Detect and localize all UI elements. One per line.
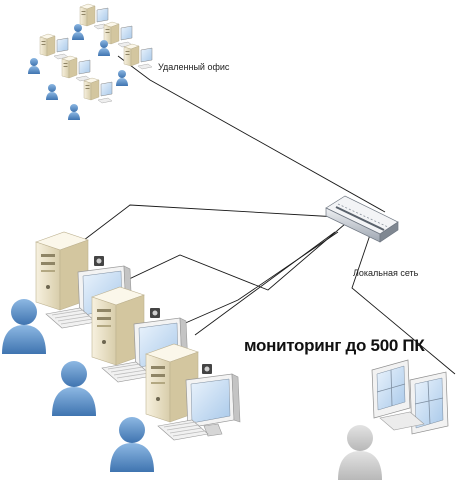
user-icon <box>110 417 154 472</box>
user-icon <box>2 299 46 354</box>
remote-office-label: Удаленный офис <box>158 62 230 72</box>
workstation-3 <box>145 343 241 441</box>
dual-monitor-workstation-icon <box>371 359 449 435</box>
user-icon <box>52 361 96 416</box>
local-network-label: Локальная сеть <box>353 268 419 278</box>
network-switch-icon <box>325 195 399 243</box>
user-icon <box>338 425 382 480</box>
monitoring-headline: мониторинг до 500 ПК <box>244 336 425 355</box>
remote-office-cluster <box>28 3 153 120</box>
